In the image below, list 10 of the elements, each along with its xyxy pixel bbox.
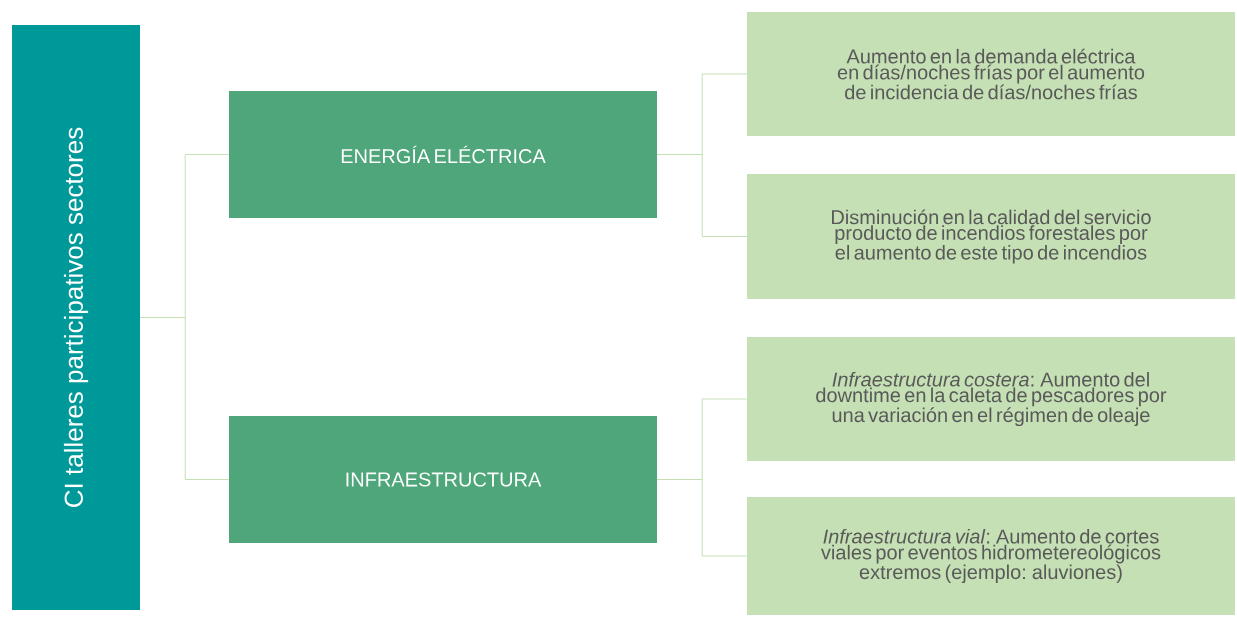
connector-line (139, 317, 230, 480)
description-box: Infraestructura vial: Aumento de cortes viales por eventos hidrometereológicos extremos (ejemplo: aluviones) (747, 497, 1235, 615)
description-box: Disminución en la calidad del servicio producto de incendios forestales por el aumento de este tipo de incendios (747, 174, 1235, 299)
description-box: Aumento en la demanda eléctrica en días/noches frías por el aumento de incidencia de días/noches frías (747, 12, 1235, 136)
category-box: ENERGÍA ELÉCTRICA (229, 91, 657, 218)
connector-line (656, 479, 748, 557)
category-box: INFRAESTRUCTURA (229, 416, 657, 543)
connector-line (656, 154, 748, 237)
band-box: CI talleres participativos sectores (12, 25, 140, 610)
description-box: Infraestructura costera: Aumento del downtime en la caleta de pescadores por una variación en el régimen de oleaje (747, 337, 1235, 461)
